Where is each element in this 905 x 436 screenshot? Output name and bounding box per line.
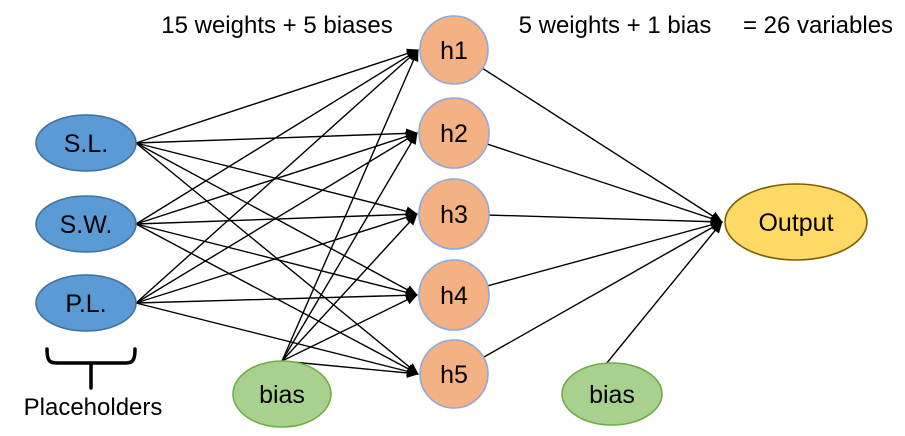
total-variables-caption: = 26 variables	[743, 12, 893, 39]
hidden-h4-label: h4	[440, 282, 468, 310]
hidden-h5-shape	[419, 339, 489, 409]
edge-line	[453, 49, 723, 223]
output-node-shape	[724, 183, 868, 261]
input-pl-label: P.L.	[65, 290, 106, 318]
edge-line	[135, 223, 418, 298]
captions-layer: 15 weights + 5 biases 5 weights + 1 bias =…	[24, 12, 893, 421]
hidden-h2-shape	[418, 97, 490, 169]
input-sw: S.W.	[35, 195, 137, 253]
bias-hidden-layer-label: bias	[259, 381, 305, 409]
input-sl: S.L.	[35, 114, 137, 172]
input-sw-shape	[35, 195, 137, 253]
hidden-layer-caption: 15 weights + 5 biases	[161, 12, 392, 39]
bias-output-layer-label: bias	[589, 381, 635, 409]
hidden-h3-shape	[418, 178, 490, 250]
edge-line	[281, 132, 418, 362]
input-pl: P.L.	[35, 274, 137, 332]
placeholders-caption: Placeholders	[24, 394, 163, 421]
hidden-h5-label: h5	[440, 361, 468, 389]
edge-line	[135, 132, 418, 304]
edge-line	[135, 302, 419, 377]
hidden-h5: h5	[419, 339, 489, 409]
edge-line	[281, 213, 418, 362]
edge-line	[453, 220, 723, 296]
bias-output-layer: bias	[561, 362, 663, 426]
edge-line	[135, 48, 419, 144]
hidden-h2: h2	[418, 97, 490, 169]
edge-line	[135, 290, 418, 304]
placeholders-brace	[45, 347, 137, 365]
input-sl-shape	[35, 114, 137, 172]
bias-hidden-layer: bias	[232, 360, 332, 428]
input-pl-shape	[35, 274, 137, 332]
output-layer-caption: 5 weights + 1 bias	[519, 12, 712, 39]
output-node-label: Output	[758, 209, 833, 237]
edges-layer	[135, 48, 723, 378]
edge-line	[453, 132, 723, 224]
edge-line	[281, 360, 419, 378]
edge-line	[281, 294, 418, 362]
edge-line	[135, 131, 418, 225]
nodes-layer: S.L. S.W. P.L. bias bias h1 h2 h3 h4 h5 Output	[35, 15, 868, 428]
bias-output-layer-shape	[561, 362, 663, 426]
hidden-h2-label: h2	[440, 120, 468, 148]
hidden-h1-shape	[419, 15, 489, 85]
edge-line	[281, 49, 419, 362]
edge-line	[605, 221, 723, 365]
edge-line	[135, 49, 419, 225]
hidden-h3: h3	[418, 178, 490, 250]
hidden-h1-label: h1	[440, 37, 468, 65]
hidden-h1: h1	[419, 15, 489, 85]
bias-hidden-layer-shape	[232, 360, 332, 428]
edge-line	[135, 209, 418, 225]
edge-line	[135, 212, 418, 304]
edge-line	[453, 213, 723, 227]
output-node: Output	[724, 183, 868, 261]
hidden-h4: h4	[418, 259, 490, 331]
brace-layer	[45, 347, 137, 390]
input-sl-label: S.L.	[64, 130, 108, 158]
input-sw-label: S.W.	[60, 211, 113, 239]
edge-line	[135, 49, 419, 304]
hidden-h4-shape	[418, 259, 490, 331]
hidden-h3-label: h3	[440, 201, 468, 229]
edge-line	[453, 221, 723, 375]
